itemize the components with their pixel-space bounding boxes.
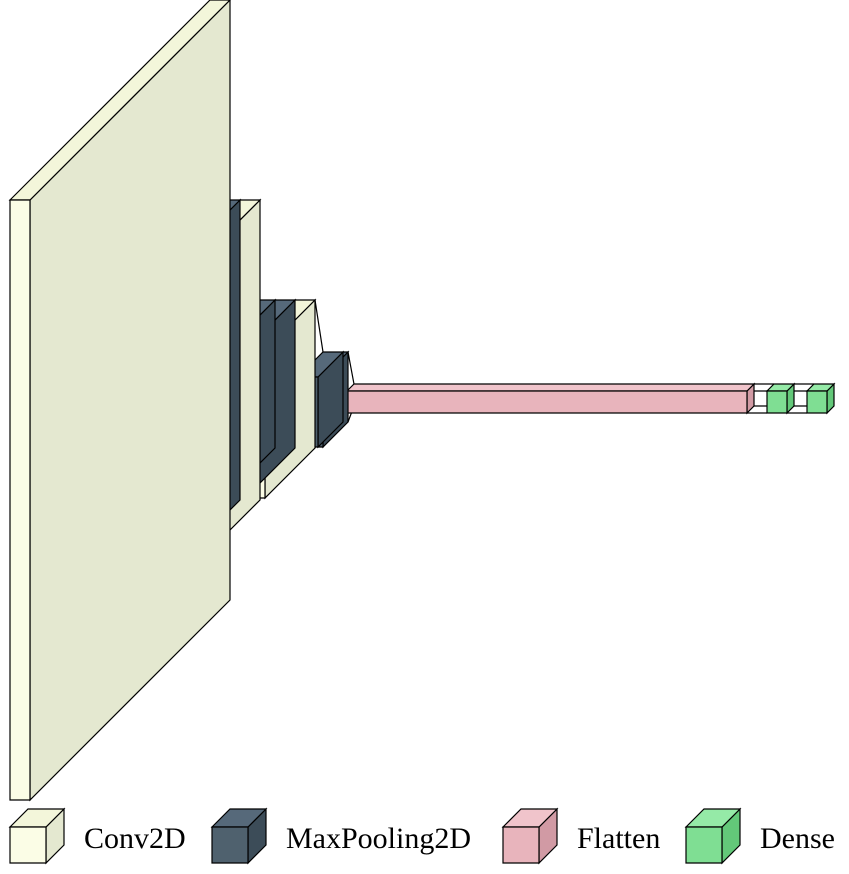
layer-flatten-9 — [345, 382, 756, 415]
legend-item-maxpooling2d: MaxPooling2D — [210, 807, 471, 865]
legend-swatch-conv2d — [8, 807, 66, 865]
layer-conv2d-0 — [8, 0, 231, 802]
legend-item-dense: Dense — [684, 807, 835, 865]
layer-dense-11-front — [806, 390, 828, 414]
layer-dense-10-front — [766, 390, 788, 414]
legend-swatch-dense — [684, 807, 742, 865]
legend-cube-flatten — [501, 807, 559, 865]
layer-blocks — [8, 0, 836, 802]
legend-cube-maxpooling2d — [210, 807, 268, 865]
layer-dense-11 — [805, 382, 836, 415]
legend-label-dense: Dense — [760, 822, 835, 855]
layer-dense-10 — [765, 382, 796, 415]
legend-cube-dense — [684, 807, 742, 865]
legend-cube-dense-front — [685, 826, 723, 864]
connector-8-9 — [347, 351, 355, 385]
legend-cube-conv2d — [8, 807, 66, 865]
legend-item-flatten: Flatten — [501, 807, 660, 865]
legend-item-conv2d: Conv2D — [8, 807, 186, 865]
legend-cube-flatten-front — [502, 826, 540, 864]
legend-label-maxpooling2d: MaxPooling2D — [286, 822, 471, 855]
legend-cube-maxpooling2d-front — [211, 826, 249, 864]
layer-flatten-9-top — [345, 383, 756, 392]
legend-swatch-maxpooling2d — [210, 807, 268, 865]
legend-swatch-flatten — [501, 807, 559, 865]
legend: Conv2D MaxPooling2D Flatten Dense — [8, 807, 835, 865]
layer-conv2d-0-side — [29, 0, 231, 802]
legend-label-flatten: Flatten — [577, 822, 660, 855]
connector-6-7 — [314, 299, 324, 353]
legend-label-conv2d: Conv2D — [84, 822, 186, 855]
layer-flatten-9-front — [346, 390, 748, 414]
legend-cube-conv2d-front — [9, 826, 47, 864]
layer-conv2d-0-front — [9, 199, 31, 801]
